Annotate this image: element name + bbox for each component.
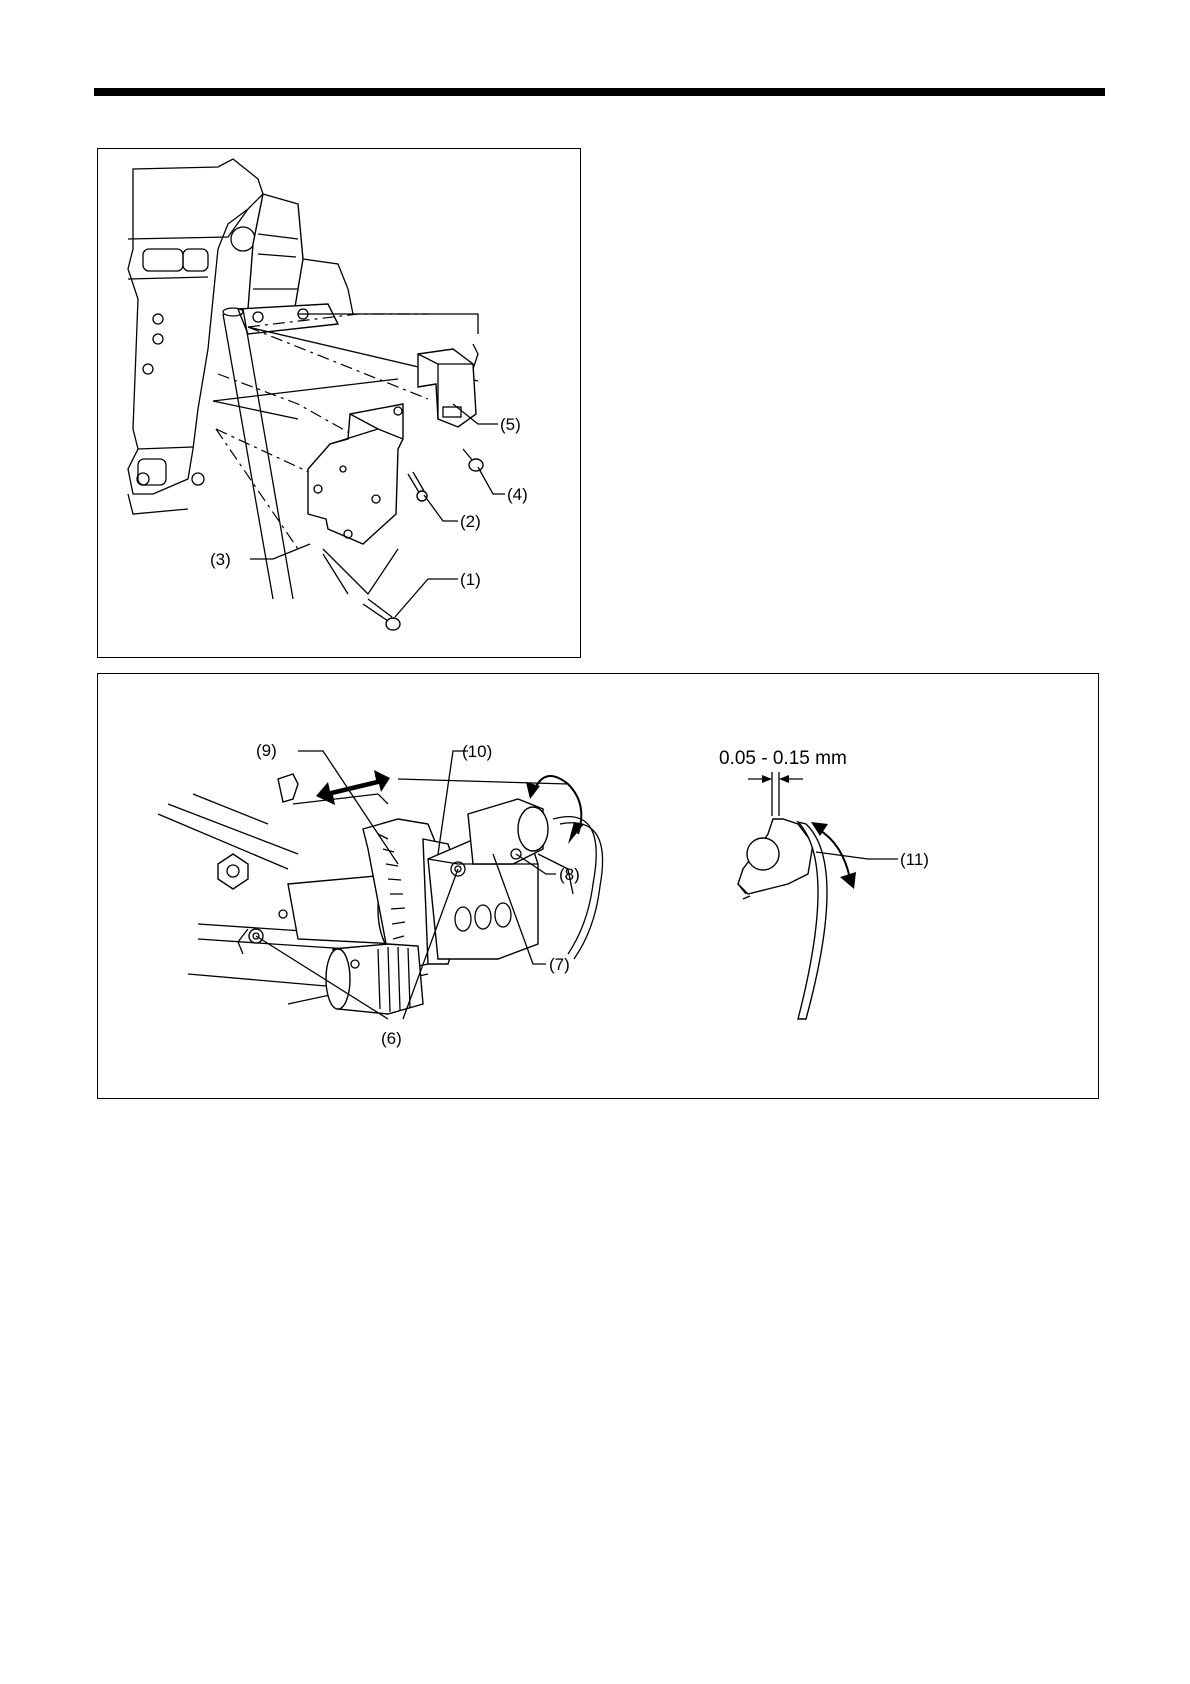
exploded-view-drawing: (1) (2) (3) (4) (5) [98,149,582,659]
callout-4: (4) [507,485,528,504]
callout-6: (6) [381,1029,402,1048]
screw-1 [363,599,400,630]
machine-casting [128,159,263,514]
callout-3: (3) [210,550,231,569]
exploded-view-figure: (1) (2) (3) (4) (5) [97,148,581,658]
callout-1: (1) [460,570,481,589]
callout-7: (7) [549,955,570,974]
gear-adjustment-drawing: (9) (10) (8) (7) (6) 0.05 - 0.15 mm (11) [98,674,1100,1100]
top-rule [94,88,1105,96]
screw-2 [408,472,427,501]
upper-bracket [238,194,353,334]
screw-6-left [238,910,287,954]
callout-11: (11) [900,850,929,869]
callout-5: (5) [500,415,521,434]
callout-9: (9) [256,741,277,760]
block-10 [428,799,573,959]
callout-10: (10) [462,742,492,761]
gap-detail [738,772,898,1019]
callout-2: (2) [460,512,481,531]
screw-4 [463,449,483,471]
plate-3 [308,404,403,544]
double-arrow-icon [316,770,390,805]
cable [553,817,603,959]
bracket-5 [418,344,478,427]
gap-dimension-label: 0.05 - 0.15 mm [719,748,847,769]
callout-8: (8) [559,865,580,884]
gear-adjustment-figure: (9) (10) (8) (7) (6) 0.05 - 0.15 mm (11) [97,673,1099,1099]
